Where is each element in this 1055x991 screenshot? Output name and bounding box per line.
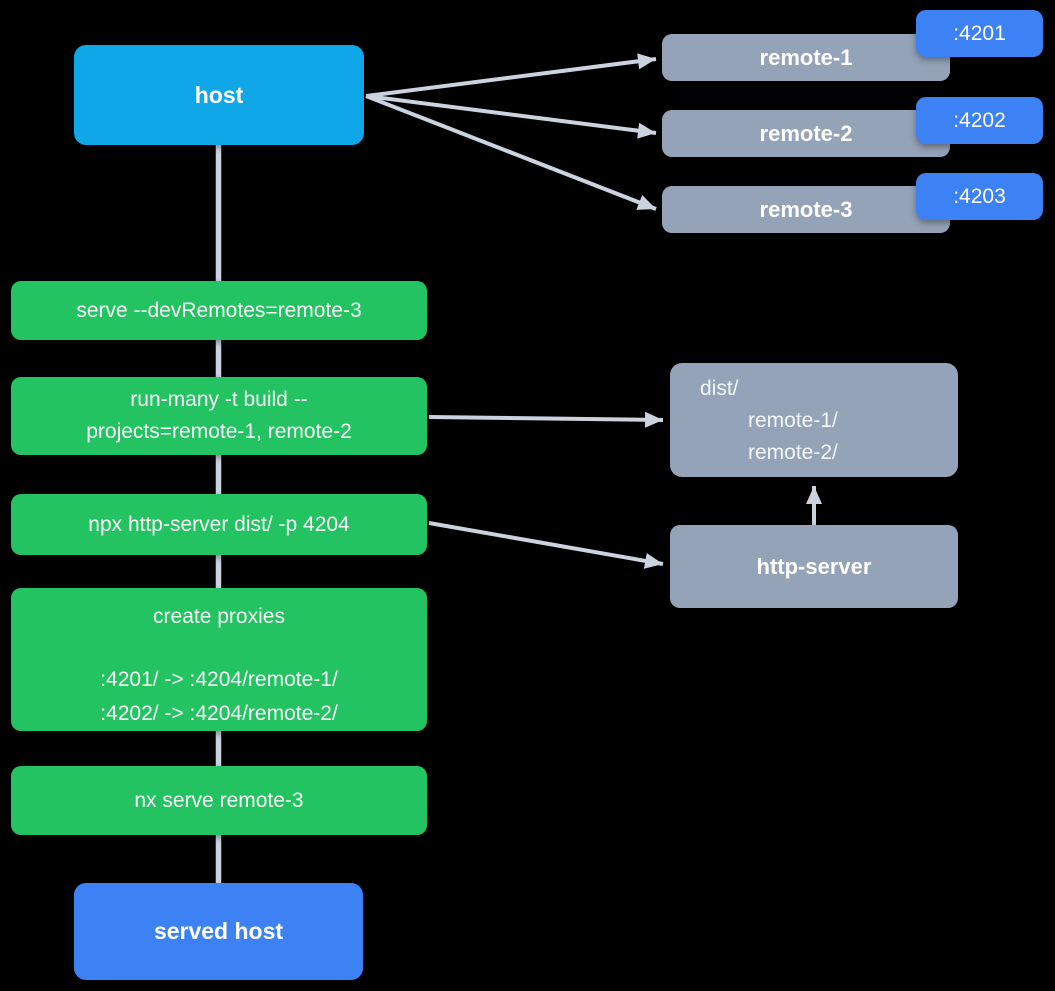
node-remote-2: remote-2 [662,110,950,157]
step-nx-serve-remote-3: nx serve remote-3 [11,766,427,835]
http-server-label: http-server [756,553,872,579]
port-badge-4201: :4201 [916,10,1043,57]
proxy-rule-1: :4201/ -> :4204/remote-1/ [100,668,338,691]
port-4201-label: :4201 [953,21,1006,45]
step-run-many-build: run-many -t build -- projects=remote-1, … [11,377,427,455]
dist-root-label: dist/ [700,377,739,400]
create-proxies-title: create proxies [153,605,285,628]
remote-1-label: remote-1 [759,44,853,70]
http-server-command-text: npx http-server dist/ -p 4204 [88,512,350,536]
edge-http-cmd-to-http-server [428,521,664,569]
node-remote-1: remote-1 [662,34,950,81]
dist-remote-2-label: remote-2/ [748,441,838,464]
run-many-line-2: projects=remote-1, remote-2 [86,420,352,443]
step-serve-dev-remotes: serve --devRemotes=remote-3 [11,281,427,340]
step-create-proxies: create proxies :4201/ -> :4204/remote-1/… [11,588,427,731]
run-many-line-1: run-many -t build -- [130,388,308,411]
port-badge-4202: :4202 [916,97,1043,144]
node-remote-3: remote-3 [662,186,950,233]
remote-3-label: remote-3 [759,196,853,222]
port-badge-4203: :4203 [916,173,1043,220]
step-npx-http-server: npx http-server dist/ -p 4204 [11,494,427,555]
host-label: host [194,81,244,108]
node-http-server: http-server [670,525,958,608]
node-dist-folder: dist/ remote-1/ remote-2/ [670,363,958,477]
served-host-label: served host [153,918,284,944]
nx-serve-command-text: nx serve remote-3 [134,788,304,812]
serve-command-text: serve --devRemotes=remote-3 [76,298,362,322]
edge-host-to-remote-1 [365,53,657,98]
port-4203-label: :4203 [953,184,1006,208]
edge-host-to-remote-2 [365,94,657,139]
proxy-rule-2: :4202/ -> :4204/remote-2/ [100,702,338,725]
node-host: host [74,45,364,145]
node-served-host: served host [74,883,363,980]
port-4202-label: :4202 [953,108,1006,132]
edge-run-many-to-dist [428,411,664,428]
remote-2-label: remote-2 [759,120,853,146]
dist-remote-1-label: remote-1/ [748,409,838,432]
edge-host-to-remote-3 [365,94,657,211]
